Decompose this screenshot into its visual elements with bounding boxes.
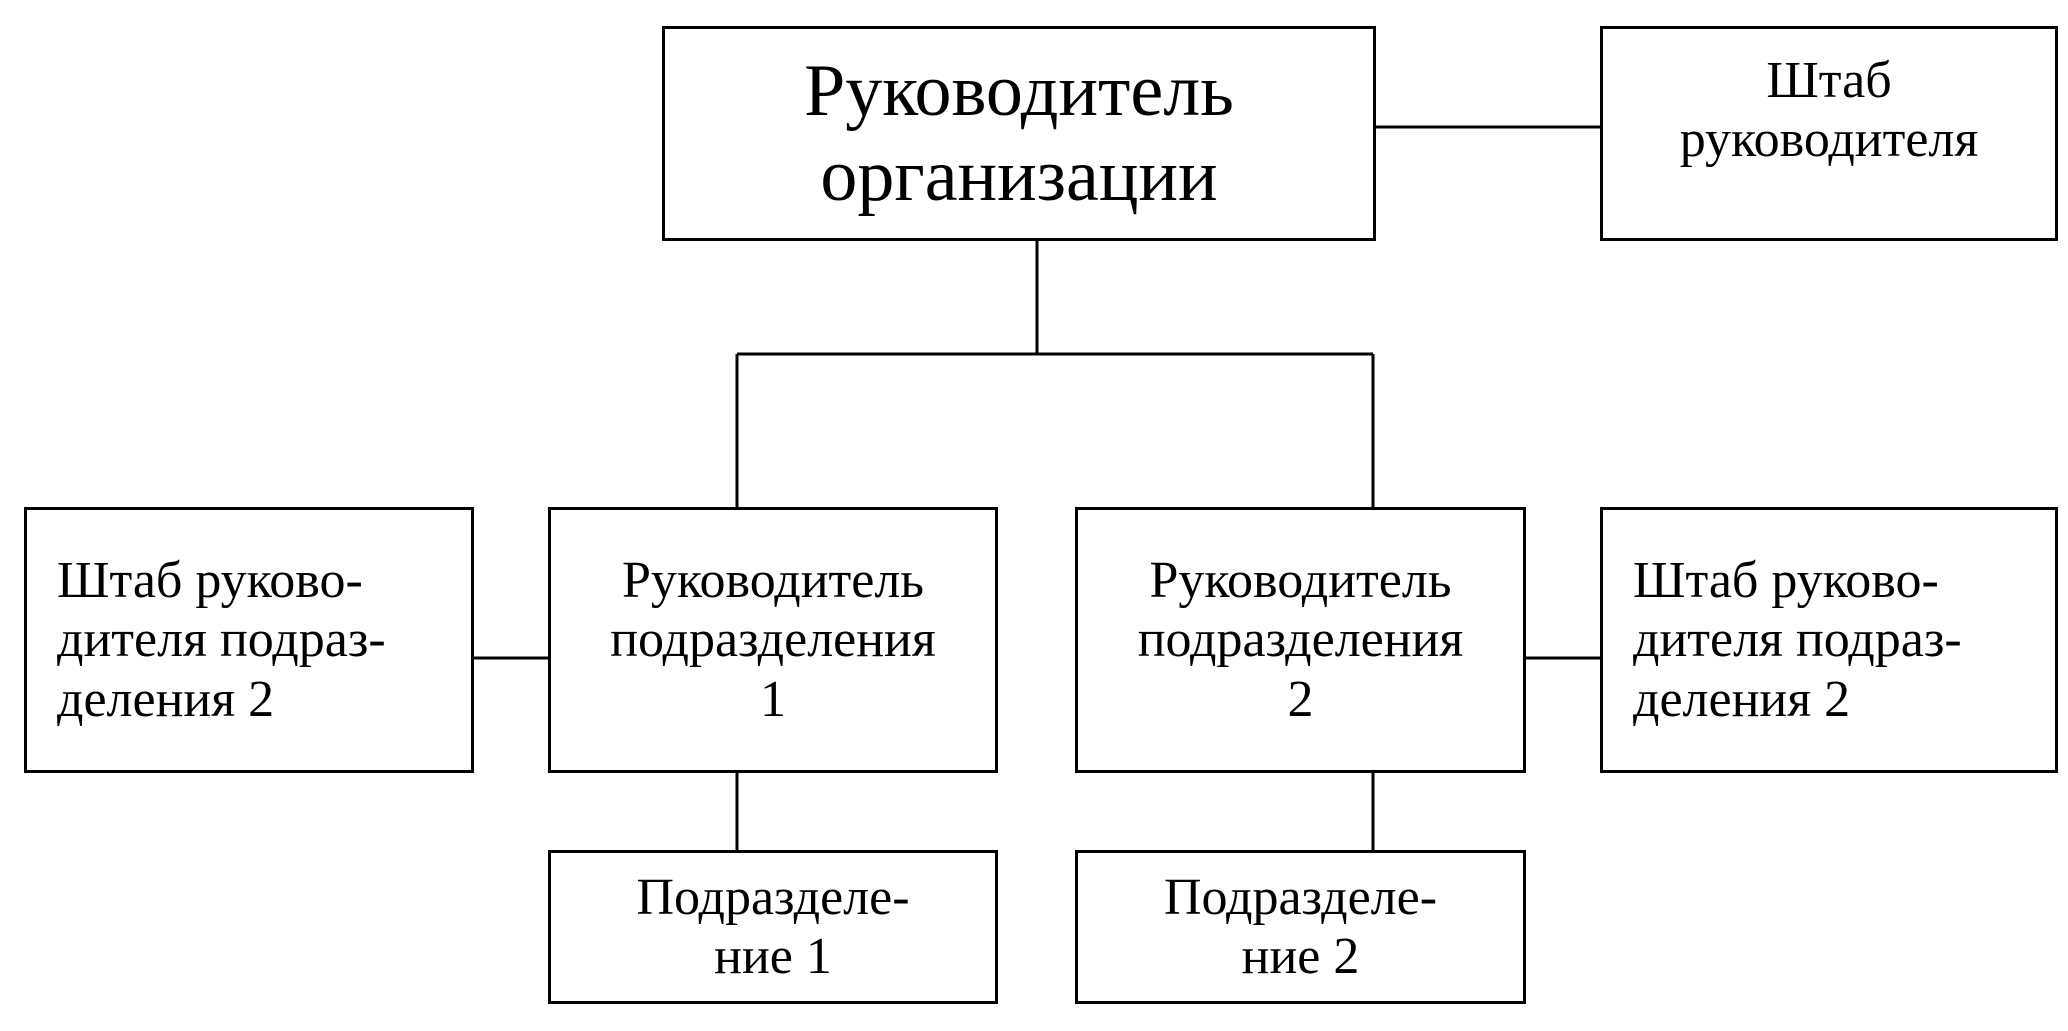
node-label-line: подразделения <box>1137 611 1464 669</box>
node-label-line: Подразделе- <box>636 868 910 926</box>
node-right-staff: Штаб руково- дителя подраз- деления 2 <box>1600 507 2058 773</box>
node-label-line: Штаб руково- <box>57 552 363 610</box>
node-label-line: деления 2 <box>1633 670 1851 728</box>
node-label-line: деления 2 <box>57 670 275 728</box>
node-top-staff: Штаб руководителя <box>1600 26 2058 241</box>
node-label-line: 2 <box>1287 670 1314 728</box>
node-division-head-1: Руководитель подразделения 1 <box>548 507 998 773</box>
node-label-line: Руководитель <box>1149 552 1452 610</box>
node-label-line: дителя подраз- <box>1633 611 1962 669</box>
node-unit-1: Подразделе- ние 1 <box>548 850 998 1004</box>
node-label-line: дителя подраз- <box>57 611 386 669</box>
node-label-line: ние 1 <box>714 928 832 985</box>
node-label-line: подразделения <box>610 611 936 669</box>
node-unit-2: Подразделе- ние 2 <box>1075 850 1526 1004</box>
node-label-line: Штаб <box>1766 52 1892 109</box>
node-label-line: Руководитель <box>804 50 1234 133</box>
node-top-manager: Руководитель организации <box>662 26 1376 241</box>
node-left-staff: Штаб руково- дителя подраз- деления 2 <box>24 507 474 773</box>
node-division-head-2: Руководитель подразделения 2 <box>1075 507 1526 773</box>
node-label-line: Руководитель <box>622 552 924 610</box>
node-label-line: Подразделе- <box>1163 868 1438 926</box>
node-label-line: Штаб руково- <box>1633 552 1939 610</box>
node-label-line: организации <box>820 134 1218 217</box>
node-label-line: руководителя <box>1679 111 1979 169</box>
node-label-line: 1 <box>760 670 786 728</box>
node-label-line: ние 2 <box>1241 928 1360 985</box>
